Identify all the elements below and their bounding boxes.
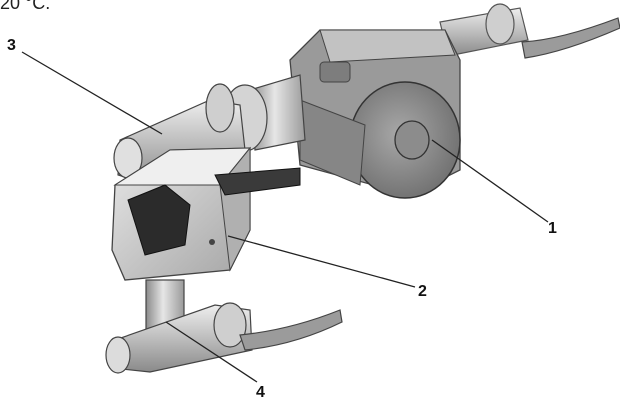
bottom-tee-valve (105, 302, 343, 374)
pump-housing (289, 29, 461, 199)
leader-line-2 (227, 235, 416, 288)
callout-1: 1 (548, 220, 557, 237)
leader-line-1 (431, 139, 549, 223)
callout-2: 2 (418, 283, 427, 300)
top-right-pipe (439, 3, 620, 59)
leader-line-4 (165, 321, 258, 383)
callout-4: 4 (256, 384, 265, 401)
leader-lines (21, 51, 549, 383)
header-fragment: 20 °C. (0, 0, 51, 13)
leader-line-3 (21, 51, 163, 135)
callout-3: 3 (7, 37, 16, 54)
